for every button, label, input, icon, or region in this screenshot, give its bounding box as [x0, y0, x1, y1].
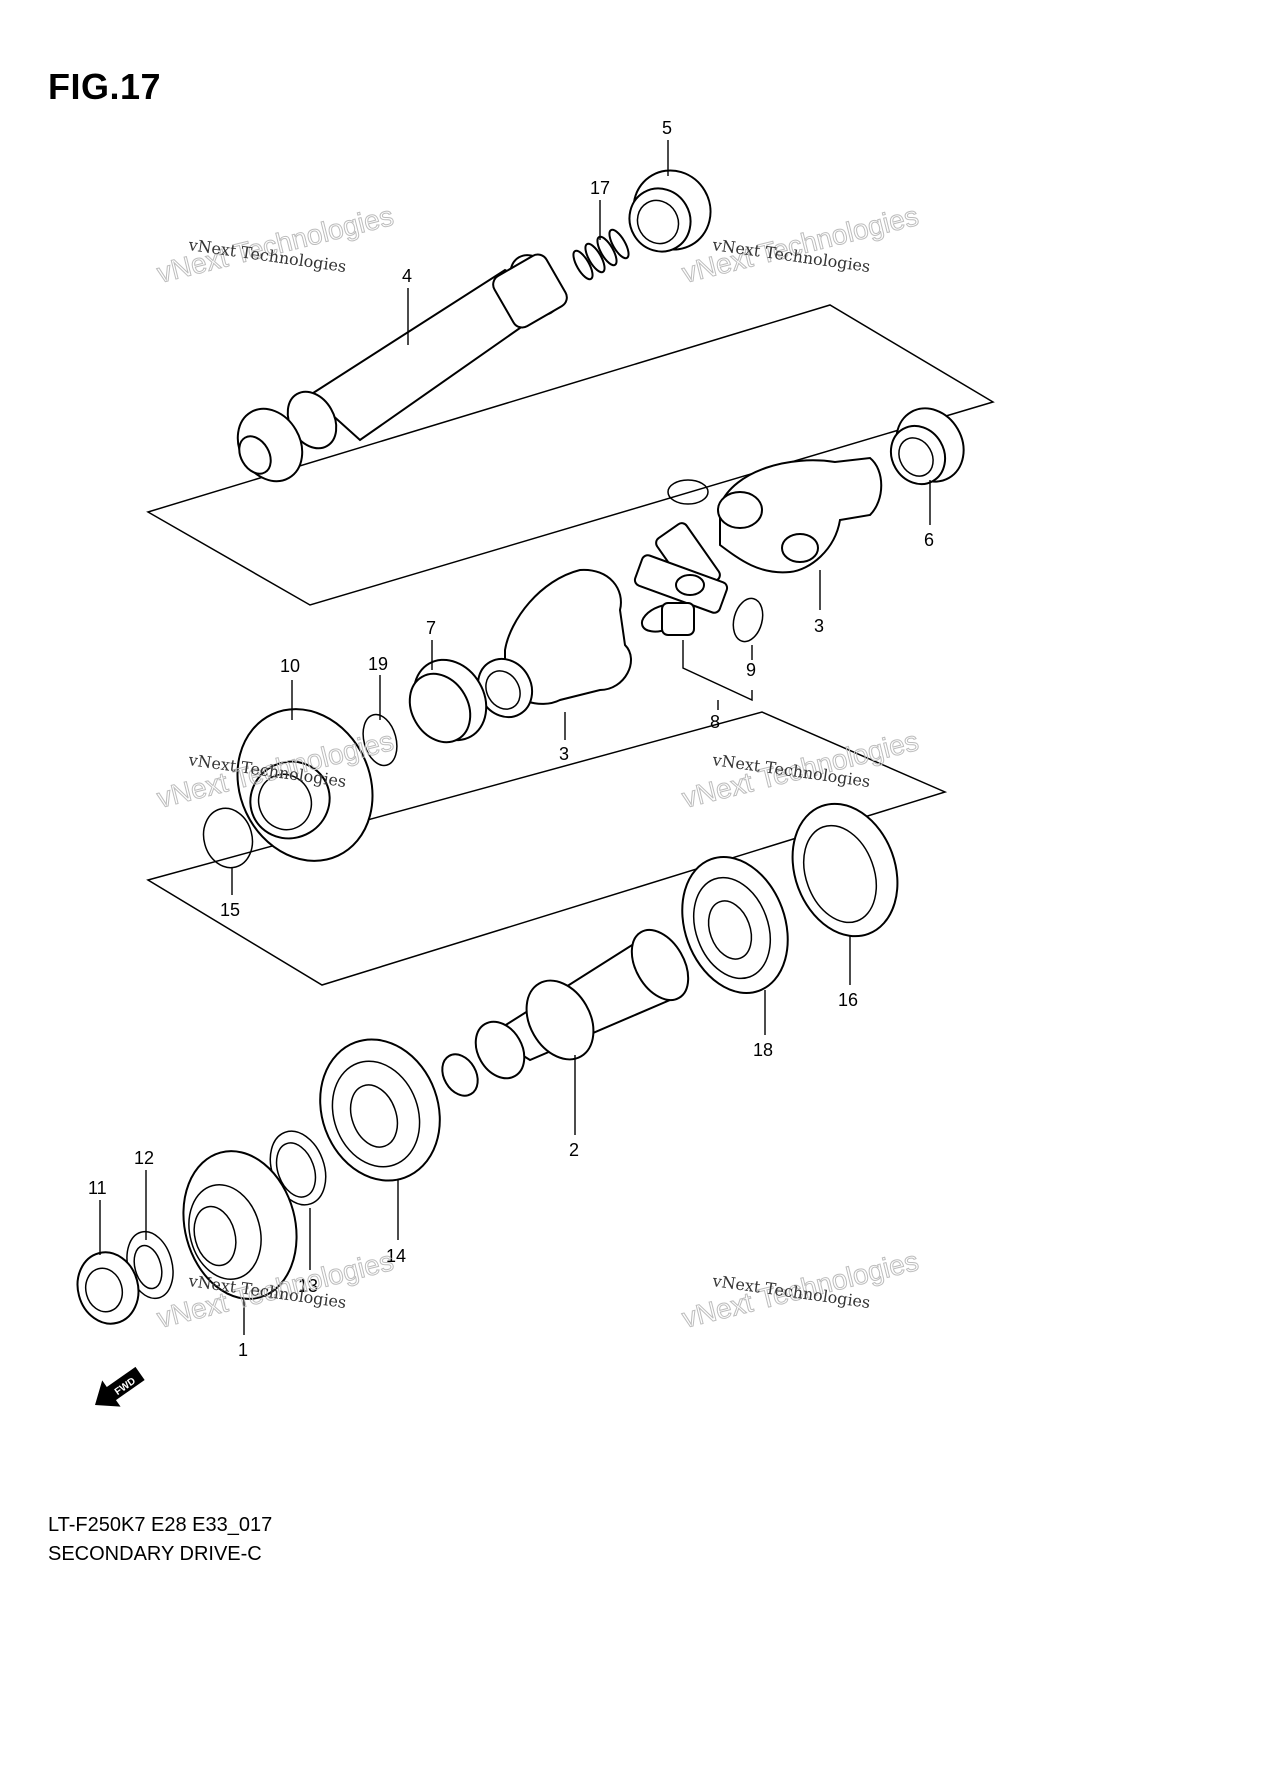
callout-6: 6	[924, 530, 934, 550]
upper-assembly-frame	[146, 304, 995, 606]
part-2-drive-shaft	[441, 928, 690, 1097]
part-8-universal-joint	[633, 522, 729, 636]
watermark-top-left: vNext Technologies vNext Technologies	[153, 200, 397, 290]
callout-16: 16	[838, 990, 858, 1010]
callout-13: 13	[298, 1276, 318, 1296]
diagram-name: SECONDARY DRIVE-C	[48, 1543, 262, 1565]
callout-7: 7	[426, 618, 436, 638]
watermark-top-right: vNext Technologies vNext Technologies	[678, 200, 922, 290]
callout-3-lower: 3	[559, 744, 569, 764]
part-10-seal-plate	[236, 708, 374, 862]
part-18-bearing	[681, 856, 789, 994]
diagram-code: LT-F250K7 E28 E33_017	[48, 1514, 273, 1536]
lower-assembly-frame	[146, 711, 948, 986]
callout-3-upper: 3	[814, 616, 824, 636]
callout-9: 9	[746, 660, 756, 680]
leader-lines	[99, 140, 931, 1335]
callout-14: 14	[386, 1246, 406, 1266]
callout-1: 1	[238, 1340, 248, 1360]
part-6-boot	[889, 407, 965, 486]
watermark-mid-right: vNext Technologies vNext Technologies	[678, 725, 922, 815]
watermarks: vNext Technologies vNext Technologies vN…	[153, 200, 922, 1335]
watermark-bottom-right: vNext Technologies vNext Technologies	[678, 1245, 922, 1335]
part-1-bevel-gear	[182, 1150, 298, 1300]
callout-4: 4	[402, 266, 412, 286]
fwd-arrow-icon: FWD	[95, 1366, 145, 1407]
callout-17: 17	[590, 178, 610, 198]
figure-title: FIG.17	[48, 66, 162, 107]
part-16-oil-seal	[791, 802, 899, 938]
part-11-nut	[76, 1251, 140, 1325]
callout-2: 2	[569, 1140, 579, 1160]
part-3-upper-yoke	[717, 456, 883, 574]
callout-5: 5	[662, 118, 672, 138]
part-4-propeller-shaft	[236, 253, 568, 483]
part-17-spring	[572, 228, 630, 281]
callout-10: 10	[280, 656, 300, 676]
callout-19: 19	[368, 654, 388, 674]
part-15-o-ring	[202, 807, 254, 869]
part-5-boot	[628, 169, 712, 253]
callout-12: 12	[134, 1148, 154, 1168]
callout-18: 18	[753, 1040, 773, 1060]
part-3-lower-yoke	[476, 568, 632, 719]
part-7-bushing	[408, 658, 488, 744]
callout-8: 8	[710, 712, 720, 732]
part-19-circlip	[362, 713, 398, 767]
part-9-circlips	[667, 479, 764, 643]
callout-15: 15	[220, 900, 240, 920]
part-14-bearing	[319, 1038, 441, 1182]
callout-11: 11	[88, 1178, 107, 1198]
